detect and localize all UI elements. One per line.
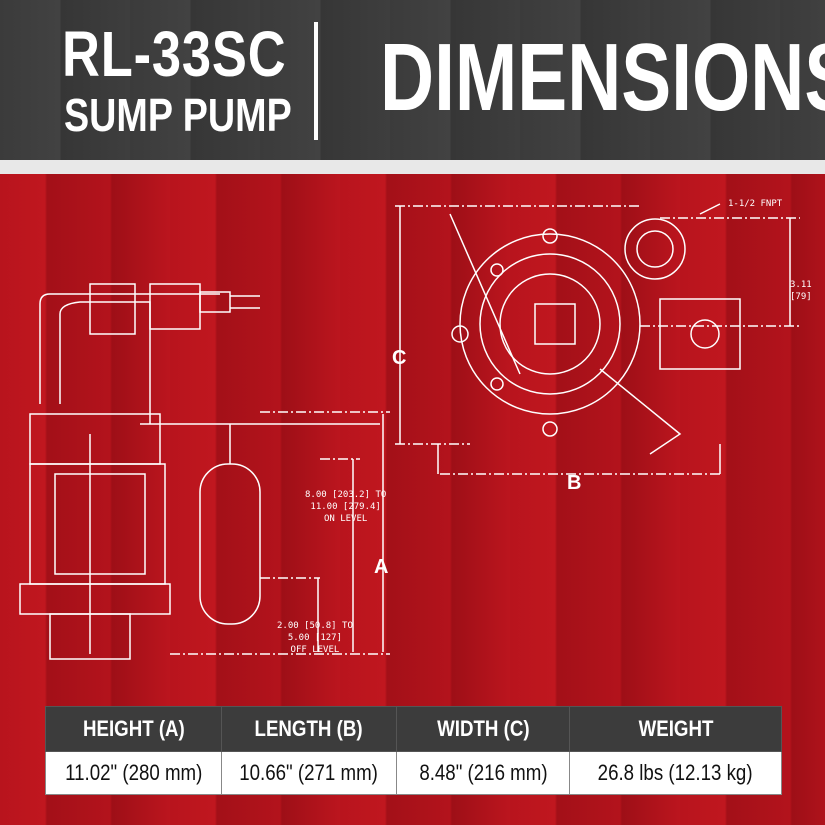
value-width: 8.48" (216 mm) xyxy=(396,751,570,795)
header-weight: WEIGHT xyxy=(569,706,782,752)
table-header-row: HEIGHT (A) LENGTH (B) WIDTH (C) WEIGHT xyxy=(45,706,782,752)
header-height: HEIGHT (A) xyxy=(45,706,222,752)
side-view xyxy=(19,283,380,660)
value-length: 10.66" (271 mm) xyxy=(221,751,397,795)
page-title: DIMENSIONS xyxy=(380,24,825,131)
dimension-c-label: C xyxy=(392,347,407,369)
header-stripe xyxy=(0,160,825,174)
dimension-b-label: B xyxy=(567,472,582,494)
top-view xyxy=(449,203,741,455)
offset-dimension-label: 3.11 [79] xyxy=(790,280,812,302)
value-height: 11.02" (280 mm) xyxy=(45,751,222,795)
header-length: LENGTH (B) xyxy=(221,706,397,752)
table-row: 11.02" (280 mm) 10.66" (271 mm) 8.48" (2… xyxy=(45,751,782,795)
dimension-lines xyxy=(170,205,800,655)
value-weight: 26.8 lbs (12.13 kg) xyxy=(569,751,782,795)
product-type: SUMP PUMP xyxy=(64,89,292,141)
model-name: RL-33SC xyxy=(62,18,287,90)
header-width: WIDTH (C) xyxy=(396,706,570,752)
header-banner xyxy=(0,0,825,160)
pipe-size-label: 1-1/2 FNPT xyxy=(728,199,783,209)
off-level-label: 2.00 [50.8] TO 5.00 [127] OFF LEVEL xyxy=(277,621,353,655)
title-divider xyxy=(314,22,318,140)
dimensions-table: HEIGHT (A) LENGTH (B) WIDTH (C) WEIGHT 1… xyxy=(45,706,782,795)
dimension-a-label: A xyxy=(374,556,389,578)
on-level-label: 8.00 [203.2] TO 11.00 [279.4] ON LEVEL xyxy=(305,490,387,524)
pump-technical-drawing xyxy=(19,203,800,660)
